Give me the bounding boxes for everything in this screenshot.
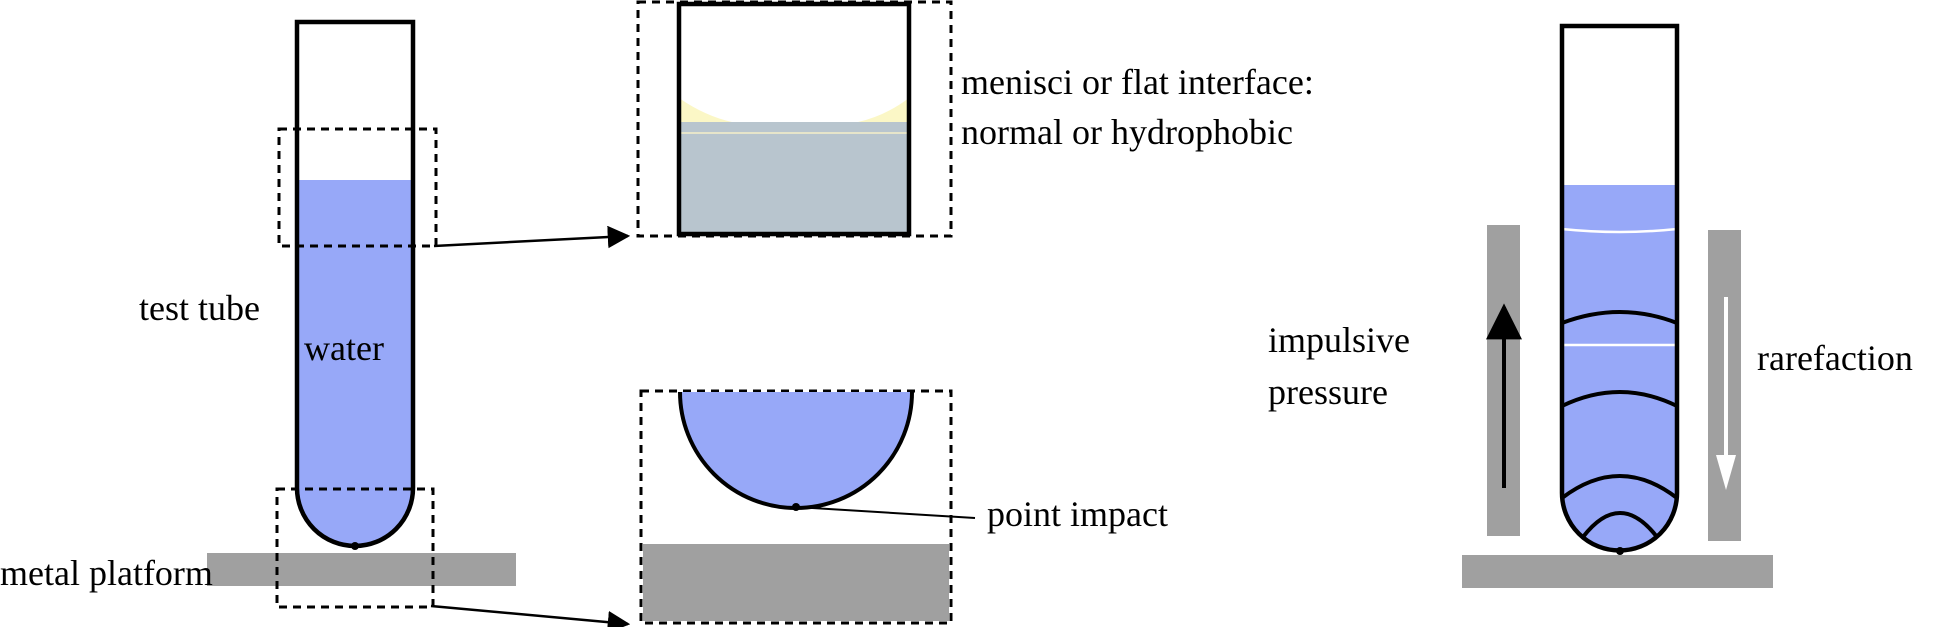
pressure-wavefront-4 [1581, 511, 1659, 539]
left-tube-contact-point [351, 542, 359, 550]
right-test-tube-group: impulsive pressure rarefaction [1268, 23, 1913, 588]
point-impact-leader [795, 506, 976, 519]
impulsive-pressure-label-line1: impulsive [1268, 320, 1410, 360]
menisci-label-line2: normal or hydrophobic [961, 112, 1293, 152]
lower-zoom-arrow [430, 604, 631, 632]
left-metal-platform [207, 553, 516, 586]
rarefaction-band-1 [1561, 227, 1678, 234]
right-tube-contact-point [1616, 547, 1624, 555]
upper-zoom-box [277, 127, 438, 248]
right-metal-platform [1462, 555, 1773, 588]
pressure-wavefront-2 [1561, 390, 1678, 408]
meniscus-glow-right [858, 98, 909, 122]
right-tube-water [1562, 185, 1677, 551]
test-tube-label: test tube [139, 288, 260, 328]
rarefaction-arrow [1716, 297, 1736, 490]
left-test-tube-group: test tube water metal platform [0, 19, 516, 609]
point-impact-inset: point impact [639, 389, 1168, 625]
impact-water-dome [680, 392, 912, 508]
metal-platform-label: metal platform [0, 553, 213, 593]
meniscus-tube-outline [676, 1, 912, 237]
left-tube-water [297, 180, 413, 546]
upper-zoom-arrow [433, 225, 631, 249]
impact-platform [643, 544, 949, 621]
meniscus-inset: menisci or flat interface: normal or hyd… [636, 0, 1314, 238]
pressure-wavefront-3 [1560, 474, 1679, 500]
flat-interface-fill [679, 122, 909, 234]
menisci-label-line1: menisci or flat interface: [961, 62, 1314, 102]
point-impact-frame [639, 389, 953, 625]
meniscus-glow-left [679, 98, 732, 122]
point-impact-label: point impact [987, 494, 1168, 534]
rarefaction-label: rarefaction [1757, 338, 1913, 378]
pressure-wavefront-1 [1561, 310, 1678, 325]
impulsive-pressure-label-line2: pressure [1268, 372, 1388, 412]
lower-zoom-box [275, 487, 435, 609]
water-label: water [304, 328, 384, 368]
